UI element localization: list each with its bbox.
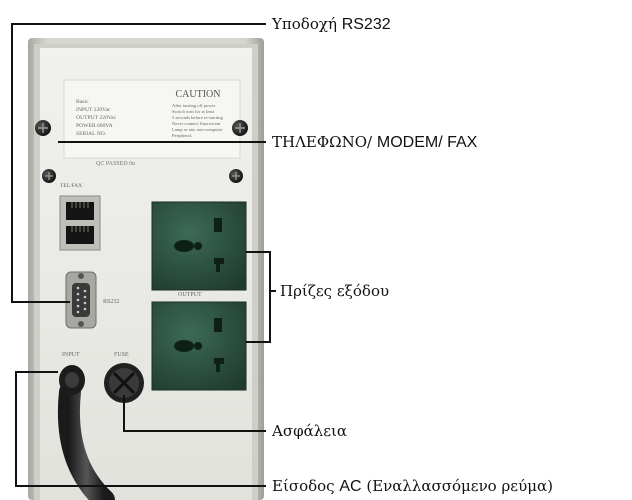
callout-rs232-latin: RS232 xyxy=(341,16,391,33)
spec-line: INPUT 220Vac xyxy=(76,107,111,113)
callout-rs232-greek: Υποδοχή xyxy=(272,15,342,33)
rs232-port xyxy=(65,271,97,329)
callout-ac-input: Είσοδος AC (Εναλλασσόμενο ρεύμα) xyxy=(272,476,553,497)
panel-screws xyxy=(35,120,248,183)
jack-pins xyxy=(71,226,89,232)
qc-label: QC PASSED 0n xyxy=(96,161,135,167)
fuse-holder xyxy=(104,363,144,403)
tel-label: TEL/FAX xyxy=(60,183,82,189)
socket-slot xyxy=(214,258,224,272)
socket-hole xyxy=(174,240,194,252)
power-cable-icon xyxy=(57,381,115,500)
fuse-leader-line xyxy=(123,395,266,432)
socket-slot xyxy=(214,358,224,372)
callout-phone: ΤΗΛΕΦΩΝΟ/ MODEM/ FAX xyxy=(272,132,477,153)
spec-line: OUTPUT 220Vac xyxy=(76,115,117,121)
callout-fuse-greek: Ασφάλεια xyxy=(272,422,347,440)
socket-hole xyxy=(194,342,202,350)
phone-jack-icon xyxy=(66,202,94,220)
caution-line: Never connect fluorescent xyxy=(172,121,221,126)
caution-line: Peripheral. xyxy=(172,133,192,138)
rs232-leader-line xyxy=(11,23,266,303)
phone-jack-icon xyxy=(66,226,94,244)
spec-text: Basic INPUT 220Vac OUTPUT 220Vac POWER 6… xyxy=(76,99,117,137)
screw-slot xyxy=(45,172,53,180)
socket-hole xyxy=(194,242,202,250)
ac-input-cable xyxy=(57,365,115,500)
callout-rs232: Υποδοχή RS232 xyxy=(272,14,391,35)
caution-line: 5 seconds before re-starting xyxy=(172,115,224,120)
callout-fuse: Ασφάλεια xyxy=(272,421,347,442)
callout-ac-greek-suffix: (Εναλλασσόμενο ρεύμα) xyxy=(361,477,553,495)
socket-hole xyxy=(174,340,194,352)
callout-lines xyxy=(11,23,276,487)
rs232-screw-icon xyxy=(78,273,84,279)
phone-jacks xyxy=(59,195,101,251)
caution-line: Switch wait for at least xyxy=(172,109,215,114)
fuse-label: FUSE xyxy=(114,352,129,358)
caution-text: After turning off power Switch wait for … xyxy=(172,103,224,138)
rs232-panel-label: RS232 xyxy=(103,299,119,305)
output-socket-bottom xyxy=(151,301,247,391)
jack-pins xyxy=(71,202,89,208)
caution-title: CAUTION xyxy=(176,89,221,100)
spec-line: SERIAL NO. xyxy=(76,131,107,137)
spec-heading: Basic xyxy=(76,99,89,105)
callout-phone-greek: ΤΗΛΕΦΩΝΟ/ xyxy=(272,133,377,151)
screw-slot xyxy=(38,123,48,133)
fuse-slot xyxy=(112,371,136,395)
callout-outlets: Πρίζες εξόδου xyxy=(280,281,389,302)
callout-ac-latin: AC xyxy=(339,478,362,495)
callout-outlets-greek: Πρίζες εξόδου xyxy=(280,282,390,300)
callout-phone-latin: MODEM/ FAX xyxy=(376,134,478,151)
socket-slot xyxy=(214,318,222,332)
output-label: OUTPUT xyxy=(178,292,202,298)
db9-connector-icon xyxy=(72,283,90,317)
screw-slot xyxy=(235,123,245,133)
label-plate xyxy=(63,79,241,159)
db9-pins xyxy=(76,286,87,314)
output-socket-top xyxy=(151,201,247,291)
callout-ac-greek: Είσοδος xyxy=(272,477,340,495)
ac-input-leader-line xyxy=(15,371,266,487)
spec-line: POWER 600VA xyxy=(76,123,113,129)
screw-slot xyxy=(232,172,240,180)
caution-line: After turning off power xyxy=(172,103,216,108)
caution-line: Lamp or any non-computer xyxy=(172,127,223,132)
socket-slot xyxy=(214,218,222,232)
input-label: INPUT xyxy=(62,352,80,358)
ups-unit: CAUTION After turning off power Switch w… xyxy=(28,38,264,500)
outlets-bracket-line xyxy=(246,251,271,343)
cable-grommet-inner xyxy=(65,372,79,388)
rs232-screw-icon xyxy=(78,321,84,327)
